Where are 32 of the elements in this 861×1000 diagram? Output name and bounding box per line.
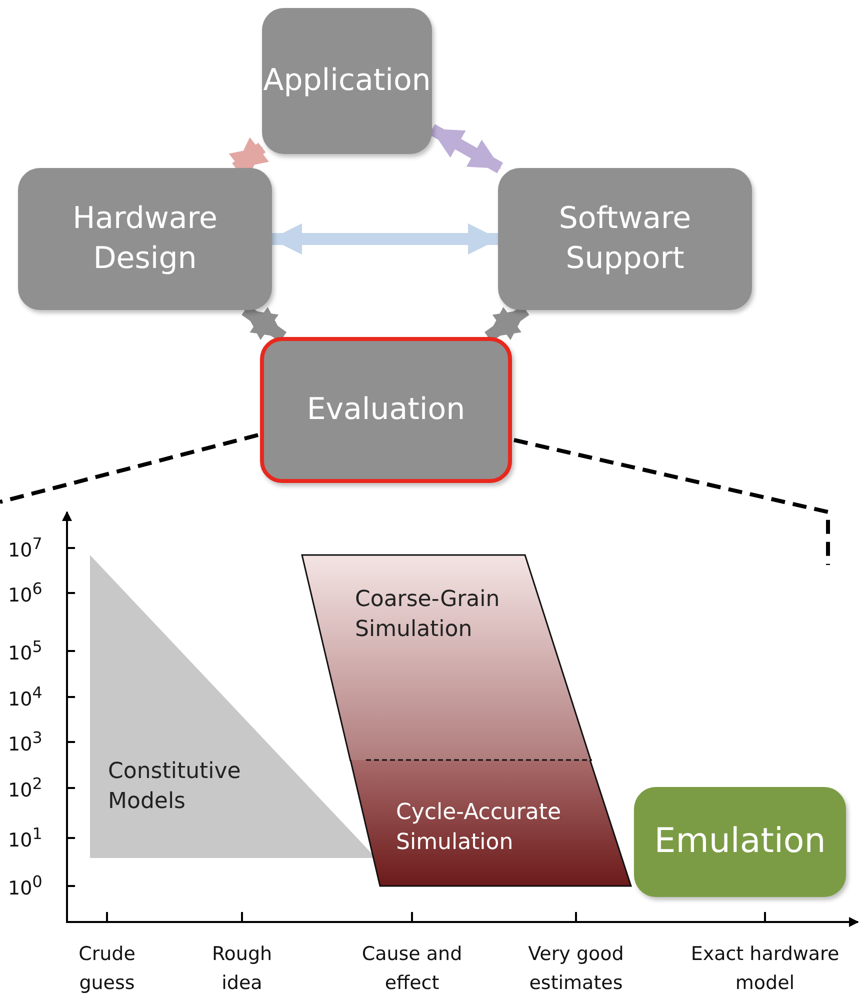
double-arrow: [429, 124, 504, 174]
node-label: Coarse-Grain Simulation: [355, 586, 501, 644]
tick-label: 10$^{2}$: [8, 773, 44, 804]
tick-label: 10$^{1}$: [8, 823, 44, 854]
process-box: [498, 168, 752, 310]
parallelogram-shape: [302, 555, 591, 761]
process-box: [262, 8, 432, 154]
double-arrow: [270, 223, 500, 255]
axis-category-label: Crude guess: [78, 942, 136, 996]
tick-label: 10$^{5}$: [8, 636, 44, 666]
parallelogram-shape: [350, 760, 631, 886]
node-label: Evaluation: [306, 390, 466, 429]
tick-label: 10$^{7}$: [8, 533, 44, 564]
node-label: Emulation: [654, 820, 826, 864]
node-label: Constitutive Models: [108, 758, 242, 816]
tick-label: 10$^{3}$: [8, 727, 44, 758]
tick-label: 10$^{4}$: [8, 682, 44, 712]
process-box: [18, 168, 272, 310]
node-label: Software Support: [558, 200, 692, 278]
axis-category-label: Exact hardware model: [690, 942, 840, 996]
node-label: Hardware Design: [72, 200, 218, 278]
double-arrow: [484, 305, 530, 342]
node-label: Application: [263, 62, 431, 100]
axis-category-label: Very good estimates: [527, 942, 625, 996]
node-label: Cycle-Accurate Simulation: [396, 799, 562, 857]
axis-category-label: Cause and effect: [360, 942, 464, 996]
tick-label: 10$^{0}$: [8, 871, 44, 902]
axis-category-label: Rough idea: [210, 942, 274, 996]
emulation-box: [634, 787, 846, 897]
tick-label: 10$^{6}$: [8, 578, 44, 608]
highlighted-box: [260, 337, 512, 483]
double-arrow: [242, 305, 287, 342]
